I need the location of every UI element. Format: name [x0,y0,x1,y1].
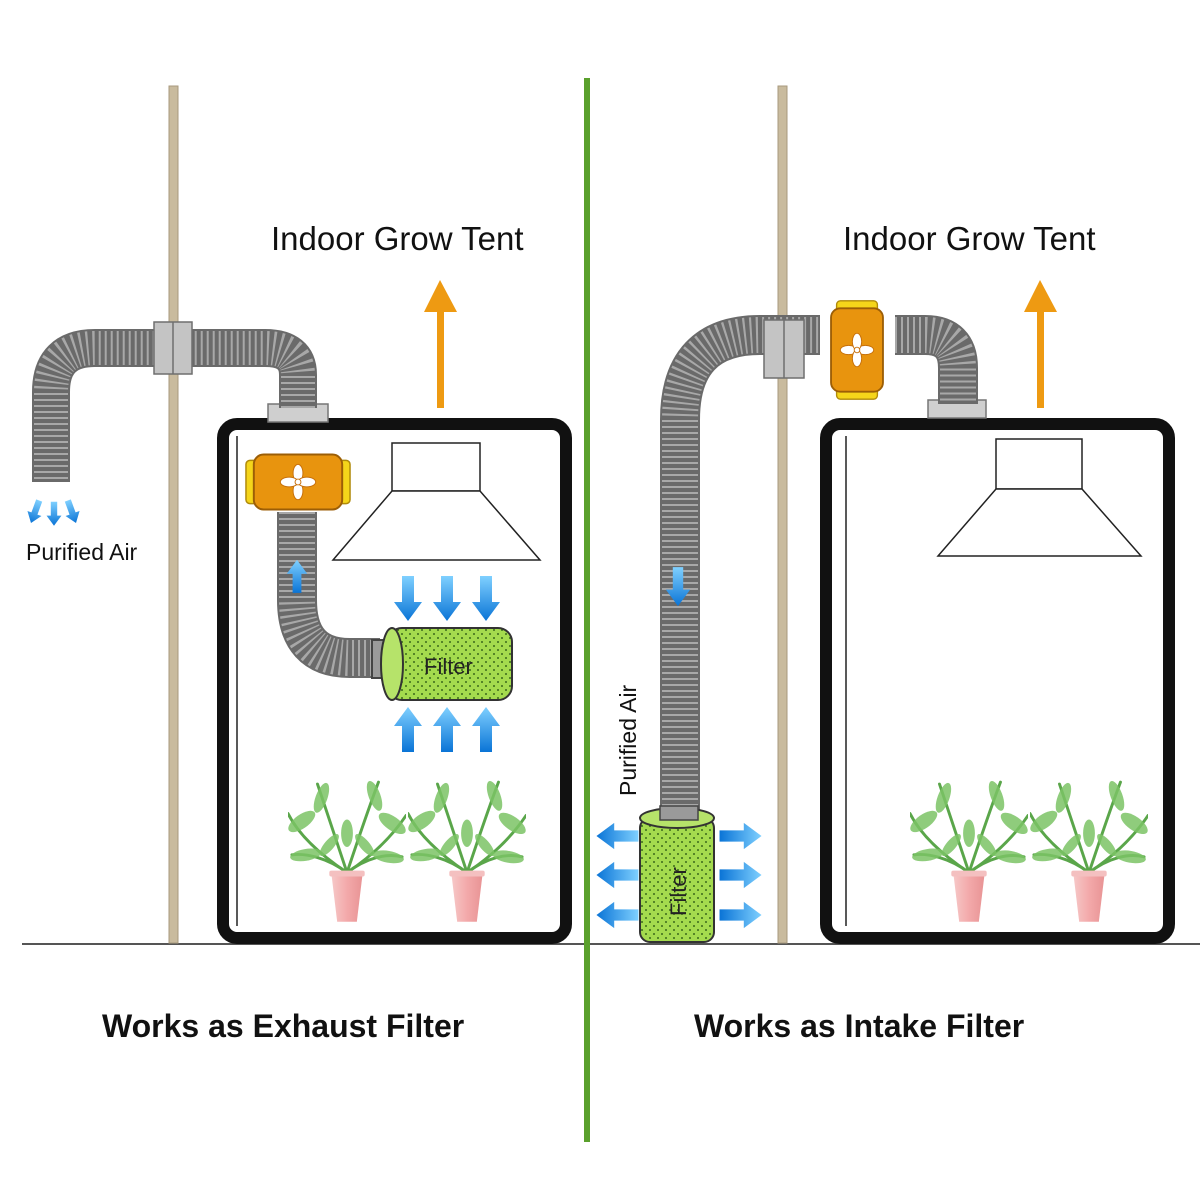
filter-label: Filter [424,654,473,679]
interior-duct [277,512,380,678]
tent-title: Indoor Grow Tent [843,220,1096,257]
wall [168,85,179,944]
filter-label: Filter [666,867,691,916]
airflow-arrow-icon [46,501,62,526]
grow-light-icon [331,442,542,561]
wall [777,85,788,944]
heat-arrow-icon [424,280,457,408]
purified-air-label: Purified Air [26,539,138,565]
airflow-arrow-icon [60,497,84,526]
left-panel: Purified Air Filter [23,85,572,1044]
tent-title: Indoor Grow Tent [271,220,524,257]
exhaust-caption: Works as Exhaust Filter [102,1008,464,1044]
right-panel: Purified Air Filter Indoor Grow Tent [596,85,1175,1044]
heat-arrow-icon [1024,280,1057,408]
airflow-arrow-icon [596,861,639,889]
intake-duct [660,315,820,812]
airflow-arrow-icon [719,861,762,889]
airflow-arrow-icon [23,497,47,526]
airflow-arrow-icon [719,901,762,929]
grow-light-icon [936,438,1143,557]
exhaust-duct [32,329,317,482]
carbon-filter: Filter [371,627,513,701]
airflow-arrow-icon [719,822,762,850]
airflow-arrow-icon [596,901,639,929]
carbon-filter: Filter [639,805,715,943]
intake-caption: Works as Intake Filter [694,1008,1024,1044]
purified-air-label: Purified Air [615,684,641,796]
fan-icon [829,299,885,401]
airflow-arrow-icon [596,822,639,850]
fan-icon [244,453,352,511]
